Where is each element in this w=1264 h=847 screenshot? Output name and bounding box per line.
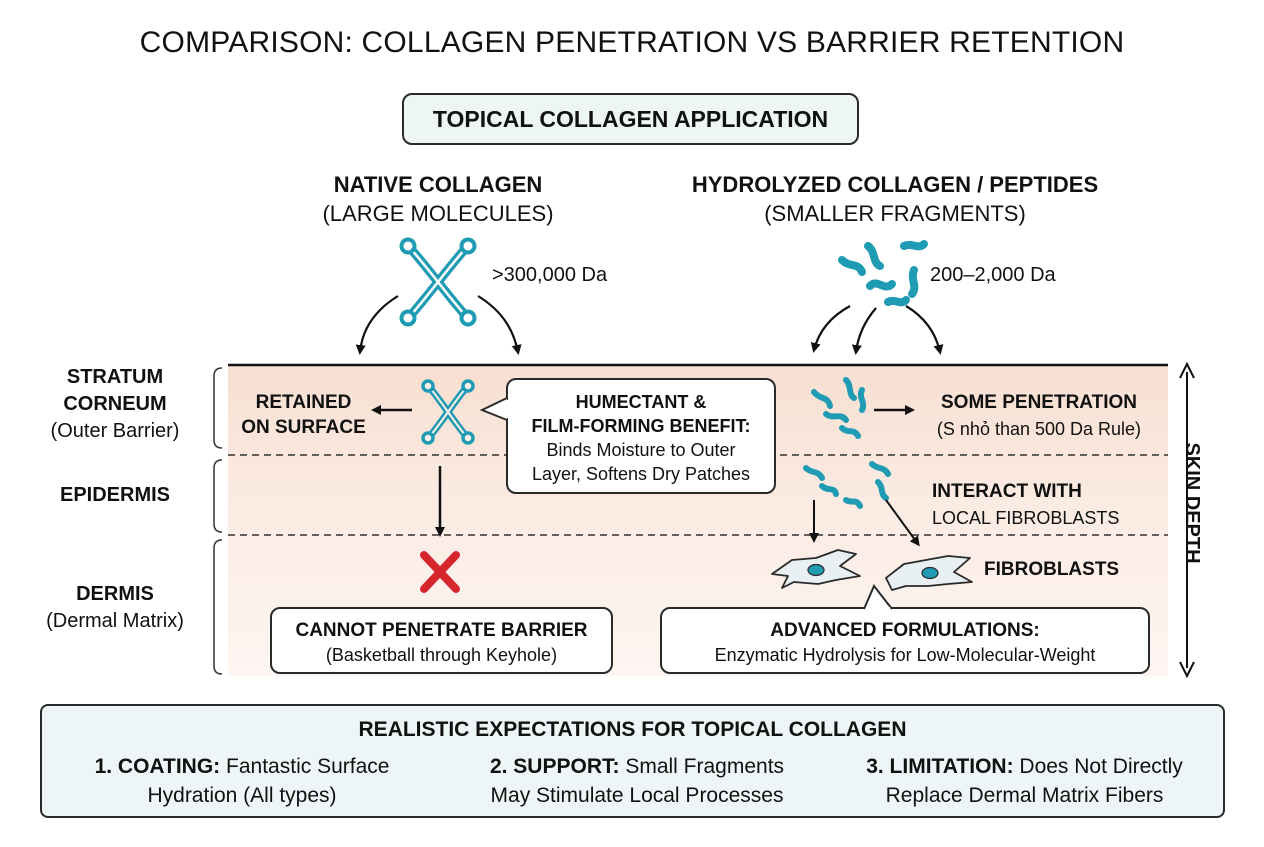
peptide-fragments-icon: [838, 240, 928, 307]
hydrolyzed-sub: (SMALLER FRAGMENTS): [764, 201, 1026, 226]
native-sub: (LARGE MOLECULES): [322, 201, 554, 226]
coating-label: 1. COATING:: [94, 755, 221, 778]
fibroblasts-label: FIBROBLASTS: [984, 559, 1120, 580]
interact-line2: LOCAL FIBROBLASTS: [932, 508, 1120, 528]
retained-line1: RETAINED: [255, 392, 352, 413]
page-title: COMPARISON: COLLAGEN PENETRATION VS BARR…: [139, 26, 1125, 59]
native-collagen-molecule-icon: [399, 237, 477, 327]
cannot-line1: CANNOT PENETRATE BARRIER: [295, 620, 588, 641]
dermis-label: DERMIS (Dermal Matrix): [30, 581, 200, 635]
epidermis-line1: EPIDERMIS: [59, 484, 171, 506]
brace-dermis: [213, 539, 223, 675]
limitation-label: 3. LIMITATION:: [866, 755, 1014, 778]
dermis-line1: DERMIS: [76, 583, 154, 605]
retained-collagen-molecule-icon: [421, 379, 475, 445]
stratum-line1: STRATUM: [66, 366, 164, 388]
summary-item-support: 2. SUPPORT: Small Fragments May Stimulat…: [452, 752, 822, 810]
fibroblast-cell-icon: [885, 555, 973, 591]
coating-text1: Fantastic Surface: [226, 755, 390, 778]
summary-title: REALISTIC EXPECTATIONS FOR TOPICAL COLLA…: [358, 718, 907, 741]
penetrating-fragments-icon: [811, 377, 867, 439]
brace-stratum: [213, 367, 223, 449]
hydrolyzed-collagen-heading: HYDROLYZED COLLAGEN / PEPTIDES (SMALLER …: [640, 170, 1150, 228]
epidermis-label: EPIDERMIS: [30, 482, 200, 509]
advanced-line1: ADVANCED FORMULATIONS:: [770, 620, 1040, 641]
humectant-line2: FILM-FORMING BENEFIT:: [531, 416, 751, 436]
native-dalton-label: >300,000 Da: [492, 264, 608, 286]
blocked-cross-icon: [420, 551, 460, 593]
humectant-line3: Binds Moisture to Outer: [546, 440, 736, 460]
summary-item-limitation: 3. LIMITATION: Does Not Directly Replace…: [837, 752, 1212, 810]
stratum-line3: (Outer Barrier): [50, 420, 180, 442]
callout-pointer: [480, 397, 510, 421]
coating-text2: Hydration (All types): [147, 784, 337, 807]
humectant-callout: HUMECTANT & FILM-FORMING BENEFIT: Binds …: [506, 378, 776, 494]
interact-line1: INTERACT WITH: [932, 481, 1082, 502]
advanced-callout-pointer: [863, 584, 893, 610]
summary-item-coating: 1. COATING: Fantastic Surface Hydration …: [62, 752, 422, 810]
interact-fibroblasts-label: INTERACT WITH LOCAL FIBROBLASTS: [932, 478, 1162, 532]
support-text1: Small Fragments: [625, 755, 785, 778]
topical-application-box: TOPICAL COLLAGEN APPLICATION: [402, 93, 859, 145]
some-penetration-label: SOME PENETRATION (S nhỏ than 500 Da Rule…: [914, 390, 1164, 442]
support-text2: May Stimulate Local Processes: [490, 784, 784, 807]
native-heading: NATIVE COLLAGEN: [333, 172, 543, 197]
advanced-formulations-box: ADVANCED FORMULATIONS: Enzymatic Hydroly…: [660, 607, 1150, 674]
dermis-line2: (Dermal Matrix): [46, 610, 184, 632]
humectant-line4: Layer, Softens Dry Patches: [531, 464, 751, 484]
humectant-line1: HUMECTANT &: [575, 392, 707, 412]
skin-depth-label: SKIN DEPTH: [1181, 442, 1203, 564]
advanced-line2: Enzymatic Hydrolysis for Low-Molecular-W…: [714, 645, 1096, 665]
hydrolyzed-dalton-label: 200–2,000 Da: [930, 264, 1056, 286]
realistic-expectations-panel: REALISTIC EXPECTATIONS FOR TOPICAL COLLA…: [40, 704, 1225, 818]
limitation-text2: Replace Dermal Matrix Fibers: [885, 784, 1164, 807]
native-collagen-heading: NATIVE COLLAGEN (LARGE MOLECULES): [288, 170, 588, 228]
retained-on-surface-label: RETAINED ON SURFACE: [236, 390, 371, 440]
stratum-line2: CORNEUM: [63, 393, 167, 415]
hydrolyzed-heading: HYDROLYZED COLLAGEN / PEPTIDES: [691, 172, 1099, 197]
support-label: 2. SUPPORT:: [489, 755, 620, 778]
penetration-line2: (S nhỏ than 500 Da Rule): [936, 419, 1142, 439]
penetration-line1: SOME PENETRATION: [941, 392, 1137, 413]
fibroblast-cell-icon: [771, 549, 861, 589]
cannot-penetrate-box: CANNOT PENETRATE BARRIER (Basketball thr…: [270, 607, 613, 674]
brace-epidermis: [213, 459, 223, 533]
epidermal-fragments-icon: [803, 461, 891, 509]
limitation-text1: Does Not Directly: [1019, 755, 1183, 778]
retained-line2: ON SURFACE: [241, 417, 366, 438]
stratum-corneum-label: STRATUM CORNEUM (Outer Barrier): [30, 364, 200, 445]
cannot-line2: (Basketball through Keyhole): [325, 645, 558, 665]
